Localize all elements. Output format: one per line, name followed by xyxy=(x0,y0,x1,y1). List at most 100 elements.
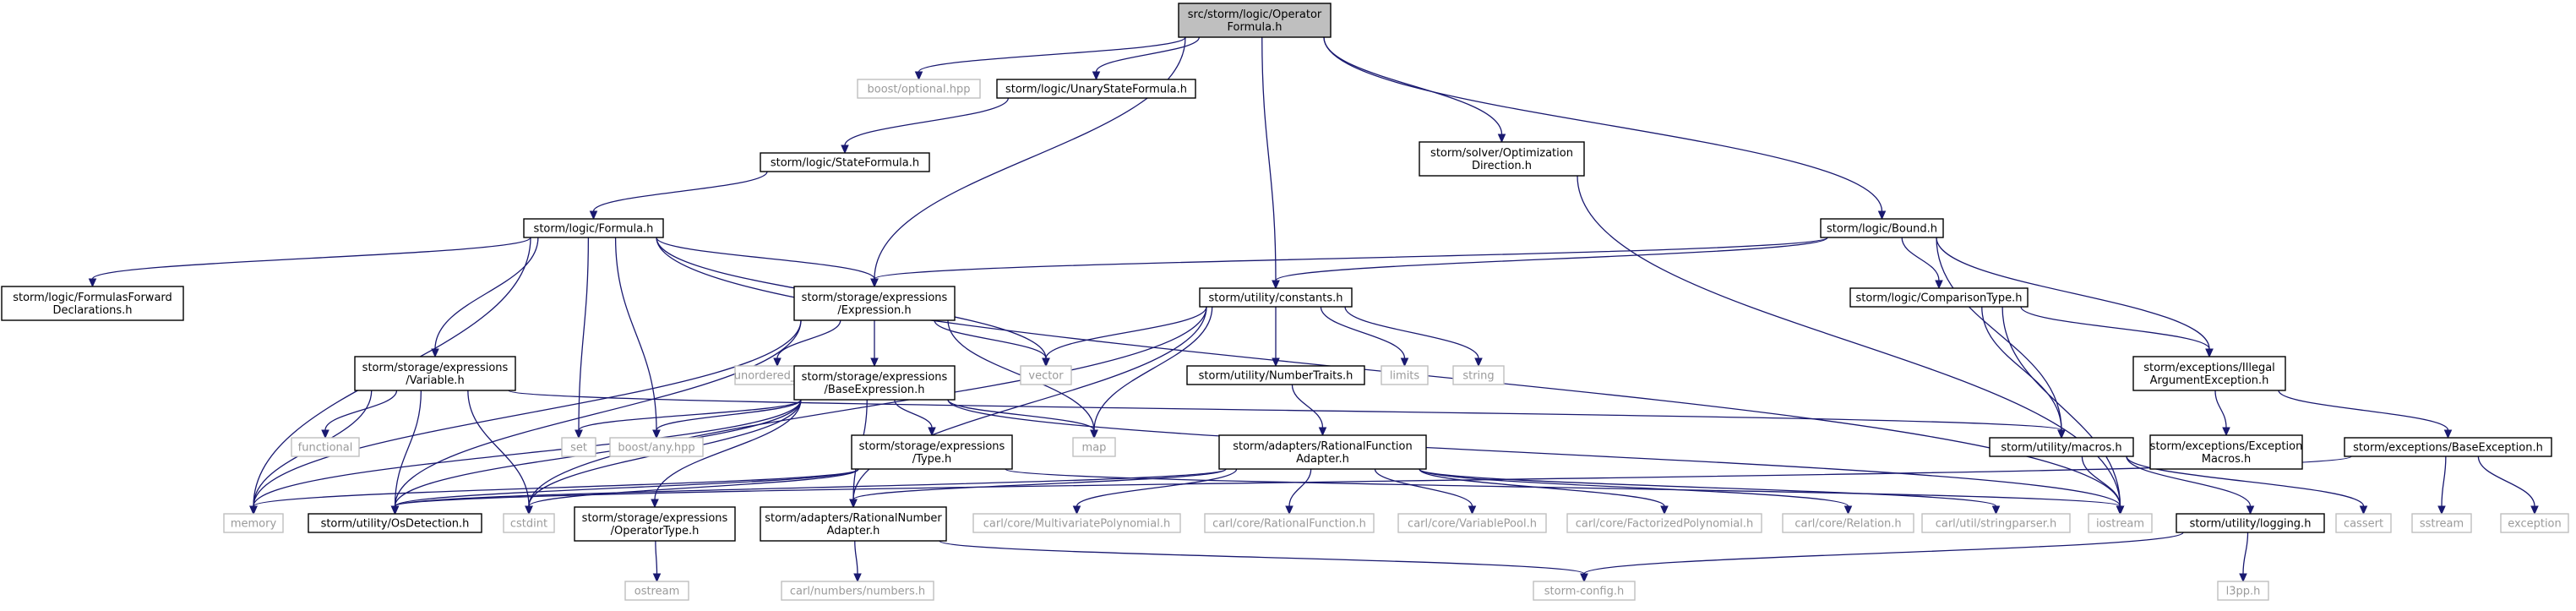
edge-line xyxy=(2020,306,2210,350)
edge-line xyxy=(852,468,1227,500)
node-macros[interactable]: storm/utility/macros.h xyxy=(1989,437,2134,457)
node-limits: limits xyxy=(1381,365,1429,385)
node-functional: functional xyxy=(291,437,360,457)
node-label: Adapter.h xyxy=(1296,453,1349,466)
node-label: storm/logic/UnaryStateFormula.h xyxy=(1005,84,1187,96)
edge-line xyxy=(1288,468,1312,507)
node-label: cassert xyxy=(2344,518,2383,531)
edge-operator_formula-to-unary_state_formula xyxy=(1092,36,1201,81)
node-box xyxy=(2149,434,2303,470)
edge-line xyxy=(1981,306,2062,431)
node-label: carl/core/RationalFunction.h xyxy=(1212,518,1366,531)
node-label: storm/logic/StateFormula.h xyxy=(771,157,919,170)
edge-bound-to-constants xyxy=(1272,237,1828,290)
node-label: storm/utility/constants.h xyxy=(1209,292,1343,305)
edge-line xyxy=(394,468,859,507)
node-bound[interactable]: storm/logic/Bound.h xyxy=(1820,218,1944,238)
node-type-h[interactable]: storm/storage/expressions/Type.h xyxy=(851,434,1013,470)
node-box xyxy=(793,286,956,321)
edge-arrowhead xyxy=(1660,505,1669,516)
edge-arrowhead xyxy=(1991,505,2001,516)
edge-arrowhead xyxy=(1072,505,1081,516)
node-box xyxy=(291,437,360,457)
edge-constants-to-string xyxy=(1344,306,1483,368)
node-box xyxy=(857,79,981,99)
edge-line xyxy=(1936,237,2062,431)
edge-line xyxy=(508,390,2062,431)
edge-line xyxy=(874,237,1828,280)
edge-line xyxy=(2477,456,2535,507)
node-box xyxy=(1218,434,1427,470)
edge-arrowhead xyxy=(652,573,662,583)
node-unary-state-formula[interactable]: storm/logic/UnaryStateFormula.h xyxy=(996,79,1196,99)
node-box xyxy=(781,581,934,601)
node-expression[interactable]: storm/storage/expressions/Expression.h xyxy=(793,286,956,321)
edge-line xyxy=(578,237,590,431)
node-label: carl/core/Relation.h xyxy=(1794,518,1901,531)
node-variable[interactable]: storm/storage/expressions/Variable.h xyxy=(354,356,516,391)
edge-line xyxy=(614,237,657,431)
node-boost-optional: boost/optional.hpp xyxy=(857,79,981,99)
edge-rational_function_adapter-to-multivariate_polynomial xyxy=(1072,468,1238,516)
node-operator-type[interactable]: storm/storage/expressions/OperatorType.h xyxy=(574,506,736,542)
edge-line xyxy=(1901,237,1940,281)
edge-line xyxy=(844,97,1010,146)
node-box xyxy=(624,581,689,601)
edge-arrowhead xyxy=(2116,505,2125,516)
node-map: map xyxy=(1072,437,1116,457)
node-comparison-type[interactable]: storm/logic/ComparisonType.h xyxy=(1849,287,2029,308)
node-box xyxy=(503,513,555,533)
edge-line xyxy=(852,306,1207,500)
node-rational-function: carl/core/RationalFunction.h xyxy=(1204,513,1375,533)
edge-arrowhead xyxy=(249,505,258,516)
edge-variable-to-os_detection xyxy=(390,390,422,516)
node-number-traits[interactable]: storm/utility/NumberTraits.h xyxy=(1186,365,1365,385)
node-label: iostream xyxy=(2096,518,2144,531)
node-constants[interactable]: storm/utility/constants.h xyxy=(1199,287,1353,308)
edge-arrowhead xyxy=(1318,427,1327,437)
edge-rational_number_adapter-to-carl_numbers xyxy=(853,540,862,583)
node-label: storm/logic/ComparisonType.h xyxy=(1855,292,2022,305)
node-exception: exception xyxy=(2500,513,2569,533)
node-formula[interactable]: storm/logic/Formula.h xyxy=(523,218,664,238)
edge-bound-to-comparison_type xyxy=(1901,237,1943,290)
edge-arrowhead xyxy=(2205,348,2214,358)
edge-constants-to-map xyxy=(1090,306,1213,439)
node-illegal-argument-exception[interactable]: storm/exceptions/IllegalArgumentExceptio… xyxy=(2132,356,2286,391)
node-storm-config: storm-config.h xyxy=(1533,581,1636,601)
edge-base_expression-to-type_h xyxy=(894,399,936,437)
node-logging[interactable]: storm/utility/logging.h xyxy=(2176,513,2325,533)
edge-arrowhead xyxy=(2246,505,2255,516)
node-box xyxy=(523,218,664,238)
node-carl-numbers: carl/numbers/numbers.h xyxy=(781,581,934,601)
node-box xyxy=(354,356,516,391)
edge-line xyxy=(2214,390,2227,428)
node-l3pp: l3pp.h xyxy=(2217,581,2269,601)
node-formulas-forward[interactable]: storm/logic/FormulasForwardDeclarations.… xyxy=(1,286,184,321)
node-base-expression[interactable]: storm/storage/expressions/BaseExpression… xyxy=(793,365,956,401)
edge-arrowhead xyxy=(2359,505,2368,516)
edge-rational_function_adapter-to-stringparser xyxy=(1419,468,2001,516)
node-base-exception[interactable]: storm/exceptions/BaseException.h xyxy=(2344,437,2552,457)
edge-line xyxy=(1323,36,1503,135)
edge-arrowhead xyxy=(2057,429,2066,439)
node-state-formula[interactable]: storm/logic/StateFormula.h xyxy=(760,152,930,172)
edge-arrowhead xyxy=(1935,280,1943,290)
edge-arrowhead xyxy=(2222,427,2230,437)
node-label: src/storm/logic/Operator xyxy=(1188,8,1322,21)
edge-line xyxy=(1093,306,1213,431)
edge-line xyxy=(592,171,768,212)
node-box xyxy=(1921,513,2071,533)
edge-line xyxy=(2081,456,2121,507)
edge-line xyxy=(528,306,1207,507)
edge-constants-to-limits xyxy=(1320,306,1409,368)
node-os-detection[interactable]: storm/utility/OsDetection.h xyxy=(308,513,482,533)
node-box xyxy=(1020,365,1072,385)
edge-constants-to-number_traits xyxy=(1272,307,1280,368)
edge-line xyxy=(253,468,859,507)
